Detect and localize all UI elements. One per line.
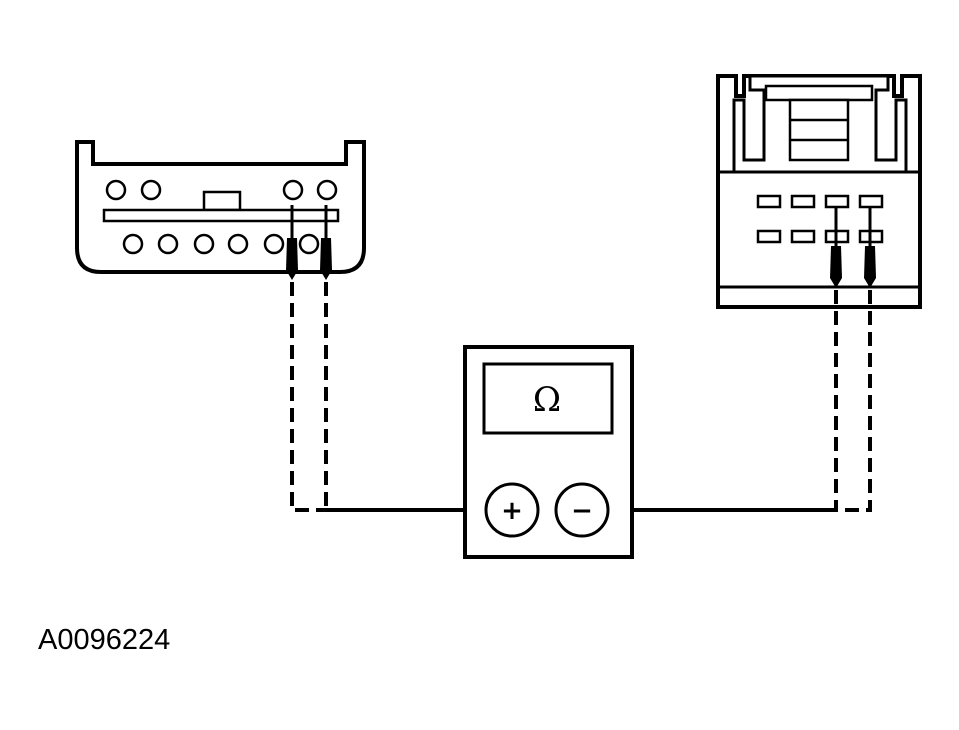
left-probe-2 xyxy=(320,205,332,280)
left-pin-bottom-5 xyxy=(263,233,285,255)
left-pin-top-2 xyxy=(140,179,162,201)
right-latch-block xyxy=(788,98,850,162)
figure-id: A0096224 xyxy=(38,624,171,656)
left-pin-bottom-4 xyxy=(227,233,249,255)
ohm-symbol: Ω xyxy=(533,380,561,420)
right-connector xyxy=(716,74,922,309)
negative-sign: − xyxy=(571,496,593,526)
right-probe-1 xyxy=(830,206,842,288)
left-pin-bottom-2 xyxy=(157,233,179,255)
right-slot-2 xyxy=(790,194,816,209)
left-pin-top-3 xyxy=(282,179,304,201)
left-harness-wires xyxy=(290,282,328,512)
left-pin-top-4 xyxy=(316,179,338,201)
right-harness-wires xyxy=(834,290,872,512)
ohmmeter-display xyxy=(482,362,614,435)
left-latch-tab xyxy=(202,190,242,212)
right-slot-3 xyxy=(824,194,850,209)
left-probe-1 xyxy=(286,205,298,280)
negative-terminal xyxy=(554,482,610,538)
left-pin-bottom-1 xyxy=(122,233,144,255)
positive-terminal xyxy=(484,482,540,538)
left-pin-bottom-6 xyxy=(298,233,320,255)
left-latch-bar xyxy=(102,208,340,223)
left-pin-top-1 xyxy=(105,179,127,201)
positive-sign: + xyxy=(501,496,523,526)
right-latch-window xyxy=(764,84,874,102)
left-pin-bottom-3 xyxy=(193,233,215,255)
ohmmeter: Ω + − xyxy=(463,345,634,559)
right-slot-4 xyxy=(858,194,884,209)
right-slot-5 xyxy=(756,229,782,244)
right-slot-1 xyxy=(756,194,782,209)
right-probe-2 xyxy=(864,206,876,288)
right-slot-6 xyxy=(790,229,816,244)
